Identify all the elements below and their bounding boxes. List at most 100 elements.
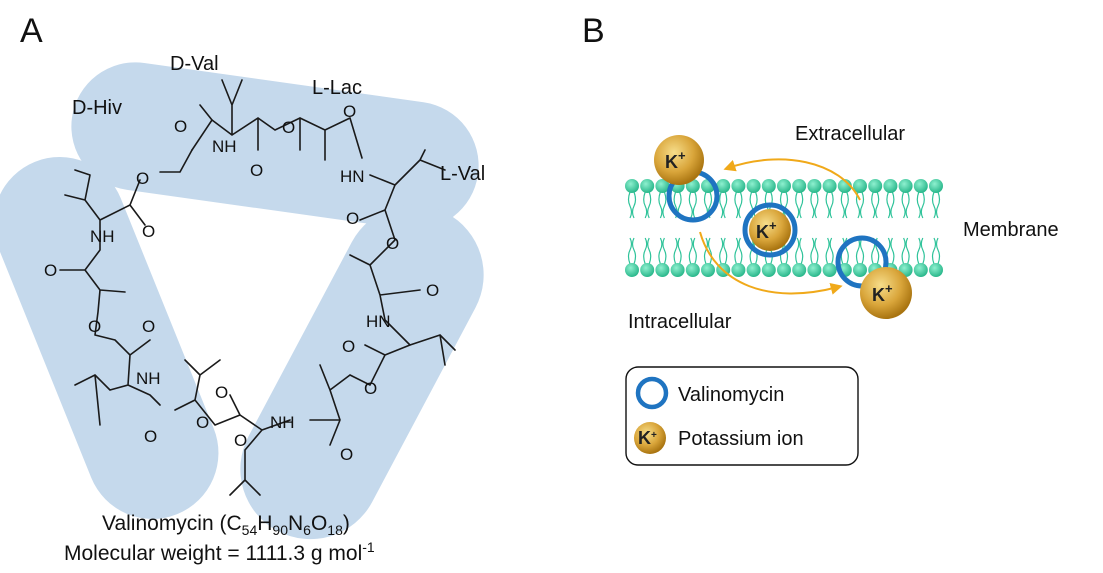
- potassium-ion-shape: [654, 135, 704, 185]
- lipid-head: [792, 263, 807, 277]
- lipid-head: [761, 179, 776, 193]
- lipid-head: [655, 263, 670, 277]
- lipid-tail: [658, 191, 667, 219]
- lipid-tail: [931, 191, 941, 219]
- segment-top: [71, 62, 479, 230]
- ion-bottom-right: K+: [860, 267, 912, 319]
- atom-o-15: O: [215, 383, 228, 402]
- lipid-head: [640, 179, 655, 193]
- svg-text:K+: K+: [756, 218, 777, 242]
- lipid-head: [929, 179, 943, 193]
- atom-o-17: O: [144, 427, 157, 446]
- lipid-head: [625, 179, 639, 193]
- lipid-head: [777, 263, 791, 277]
- lipid-tail: [901, 191, 910, 219]
- lipid-tail: [795, 191, 804, 219]
- atom-o-12: O: [142, 317, 155, 336]
- atom-o-6: O: [346, 209, 359, 228]
- lipid-tail: [734, 237, 743, 265]
- atom-o-18: O: [234, 431, 247, 450]
- potassium-ion-icon: [634, 422, 666, 454]
- lipid-tail: [825, 237, 834, 265]
- lipid-head: [807, 263, 822, 277]
- lipid-head: [929, 263, 943, 277]
- lipid-tail: [855, 237, 865, 265]
- residue-segments: [0, 62, 484, 540]
- valinomycin-ring-center: [742, 202, 798, 258]
- lipid-tail: [855, 191, 865, 219]
- lipid-tail: [734, 191, 743, 219]
- atom-o-10: O: [426, 281, 439, 300]
- lipid-head: [655, 179, 670, 193]
- lipid-head: [746, 263, 761, 277]
- atom-o-7: O: [386, 234, 399, 253]
- atom-o-3: O: [282, 118, 295, 137]
- panel-a-label: A: [20, 12, 43, 50]
- residue-d-val: D-Val: [170, 53, 219, 75]
- atom-nh-3: NH: [136, 369, 161, 388]
- lipid-head: [822, 263, 837, 277]
- lipid-tail: [916, 237, 925, 265]
- lipid-tail: [703, 237, 713, 265]
- transport-arrows: [699, 158, 861, 295]
- lipid-head: [868, 179, 883, 193]
- lipid-head: [625, 263, 639, 277]
- atom-hn-2: HN: [366, 312, 391, 331]
- svg-text:K+: K+: [638, 428, 657, 448]
- atom-nh-4: NH: [270, 413, 295, 432]
- lipid-tail: [688, 237, 697, 265]
- lipid-head: [853, 263, 867, 277]
- lipid-tail: [840, 191, 849, 219]
- region-intracellular: Intracellular: [628, 311, 732, 333]
- arrow-lower: [699, 231, 843, 295]
- atom-o-11: O: [88, 317, 101, 336]
- legend-valinomycin: Valinomycin: [678, 384, 784, 406]
- atom-nh-2: NH: [90, 227, 115, 246]
- residue-l-lac: L-Lac: [312, 77, 362, 99]
- legend: Valinomycin K+ Potassium ion: [625, 366, 859, 466]
- atom-nh-1: NH: [212, 137, 237, 156]
- atom-o-4: O: [343, 102, 356, 121]
- atom-hn-1: HN: [340, 167, 365, 186]
- lipid-head: [913, 179, 928, 193]
- lipid-head: [913, 263, 928, 277]
- lipid-head: [792, 179, 807, 193]
- atom-o-16: O: [196, 413, 209, 432]
- atom-labels: O NH O O O HN O O O O NH O O HN O O O NH…: [44, 102, 439, 464]
- lipid-head: [853, 179, 867, 193]
- lipid-head: [640, 263, 655, 277]
- bond-path-right: [309, 149, 456, 446]
- lipid-tail: [871, 191, 880, 219]
- panel-b-label: B: [582, 12, 605, 50]
- lipid-tail: [688, 191, 697, 219]
- lipid-tail: [810, 191, 819, 219]
- ion-top-left: K+: [654, 135, 704, 185]
- lipid-head: [670, 263, 685, 277]
- lipid-head: [883, 179, 898, 193]
- ion-center: K+: [749, 209, 791, 251]
- bond-path-left: [59, 169, 161, 426]
- atom-o-13: O: [342, 337, 355, 356]
- svg-text:K+: K+: [665, 148, 686, 172]
- residue-d-hiv: D-Hiv: [72, 97, 122, 119]
- lipid-head: [716, 179, 731, 193]
- lipid-head: [746, 179, 761, 193]
- bond-path-top-2: [159, 104, 213, 173]
- lipid-tail: [658, 237, 667, 265]
- potassium-ion-shape: [860, 267, 912, 319]
- atom-o-19: O: [340, 445, 353, 464]
- caption-molecular-weight: Molecular weight = 1111.3 g mol-1: [64, 539, 375, 565]
- region-membrane: Membrane: [963, 219, 1059, 241]
- lipid-tail: [627, 237, 637, 265]
- lipid-tail: [825, 191, 834, 219]
- atom-o-9: O: [44, 261, 57, 280]
- caption-formula: Valinomycin (C54H90N6O18): [102, 512, 350, 538]
- lipid-head: [807, 179, 822, 193]
- lipid-tail: [795, 237, 804, 265]
- bond-path-bottom: [174, 359, 291, 496]
- lipid-tail: [916, 191, 925, 219]
- lipid-tail: [719, 191, 728, 219]
- lipid-tail: [673, 237, 682, 265]
- molecule-skeleton: [59, 79, 456, 496]
